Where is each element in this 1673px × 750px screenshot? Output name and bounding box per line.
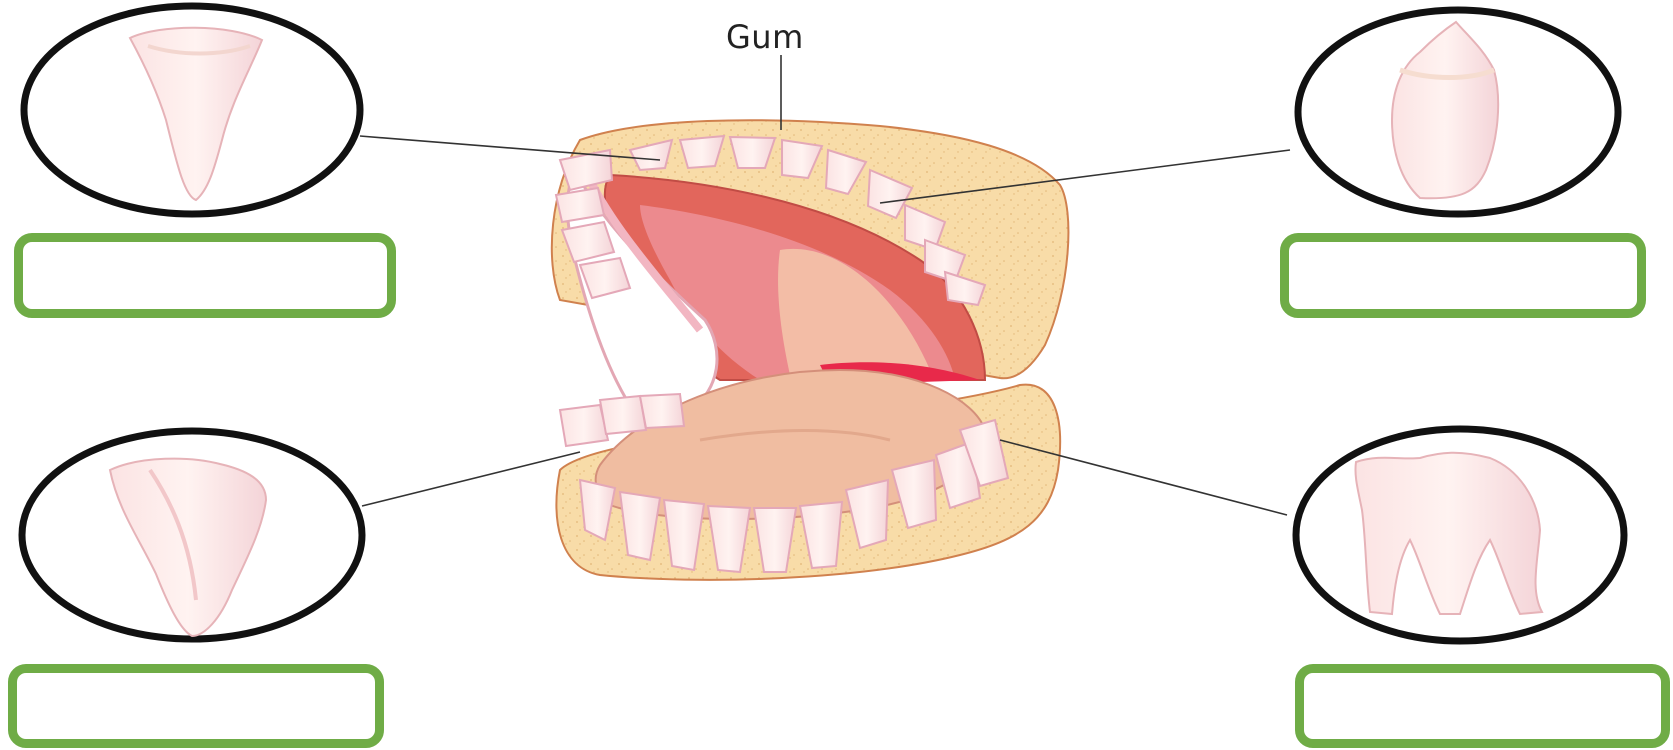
incisor-tooth-circle (24, 6, 360, 214)
canine-answer-box[interactable] (1280, 233, 1646, 318)
canine-tooth-circle (1298, 10, 1618, 214)
incisor-answer-box[interactable] (14, 233, 396, 318)
gum-label: Gum (726, 18, 804, 56)
molar-tooth-icon (1355, 453, 1542, 614)
premolar-answer-box[interactable] (8, 664, 384, 748)
leader-line-bottom-left (362, 452, 580, 506)
premolar-tooth-circle (22, 431, 362, 639)
molar-tooth-circle (1296, 429, 1624, 641)
molar-answer-box[interactable] (1295, 664, 1670, 748)
